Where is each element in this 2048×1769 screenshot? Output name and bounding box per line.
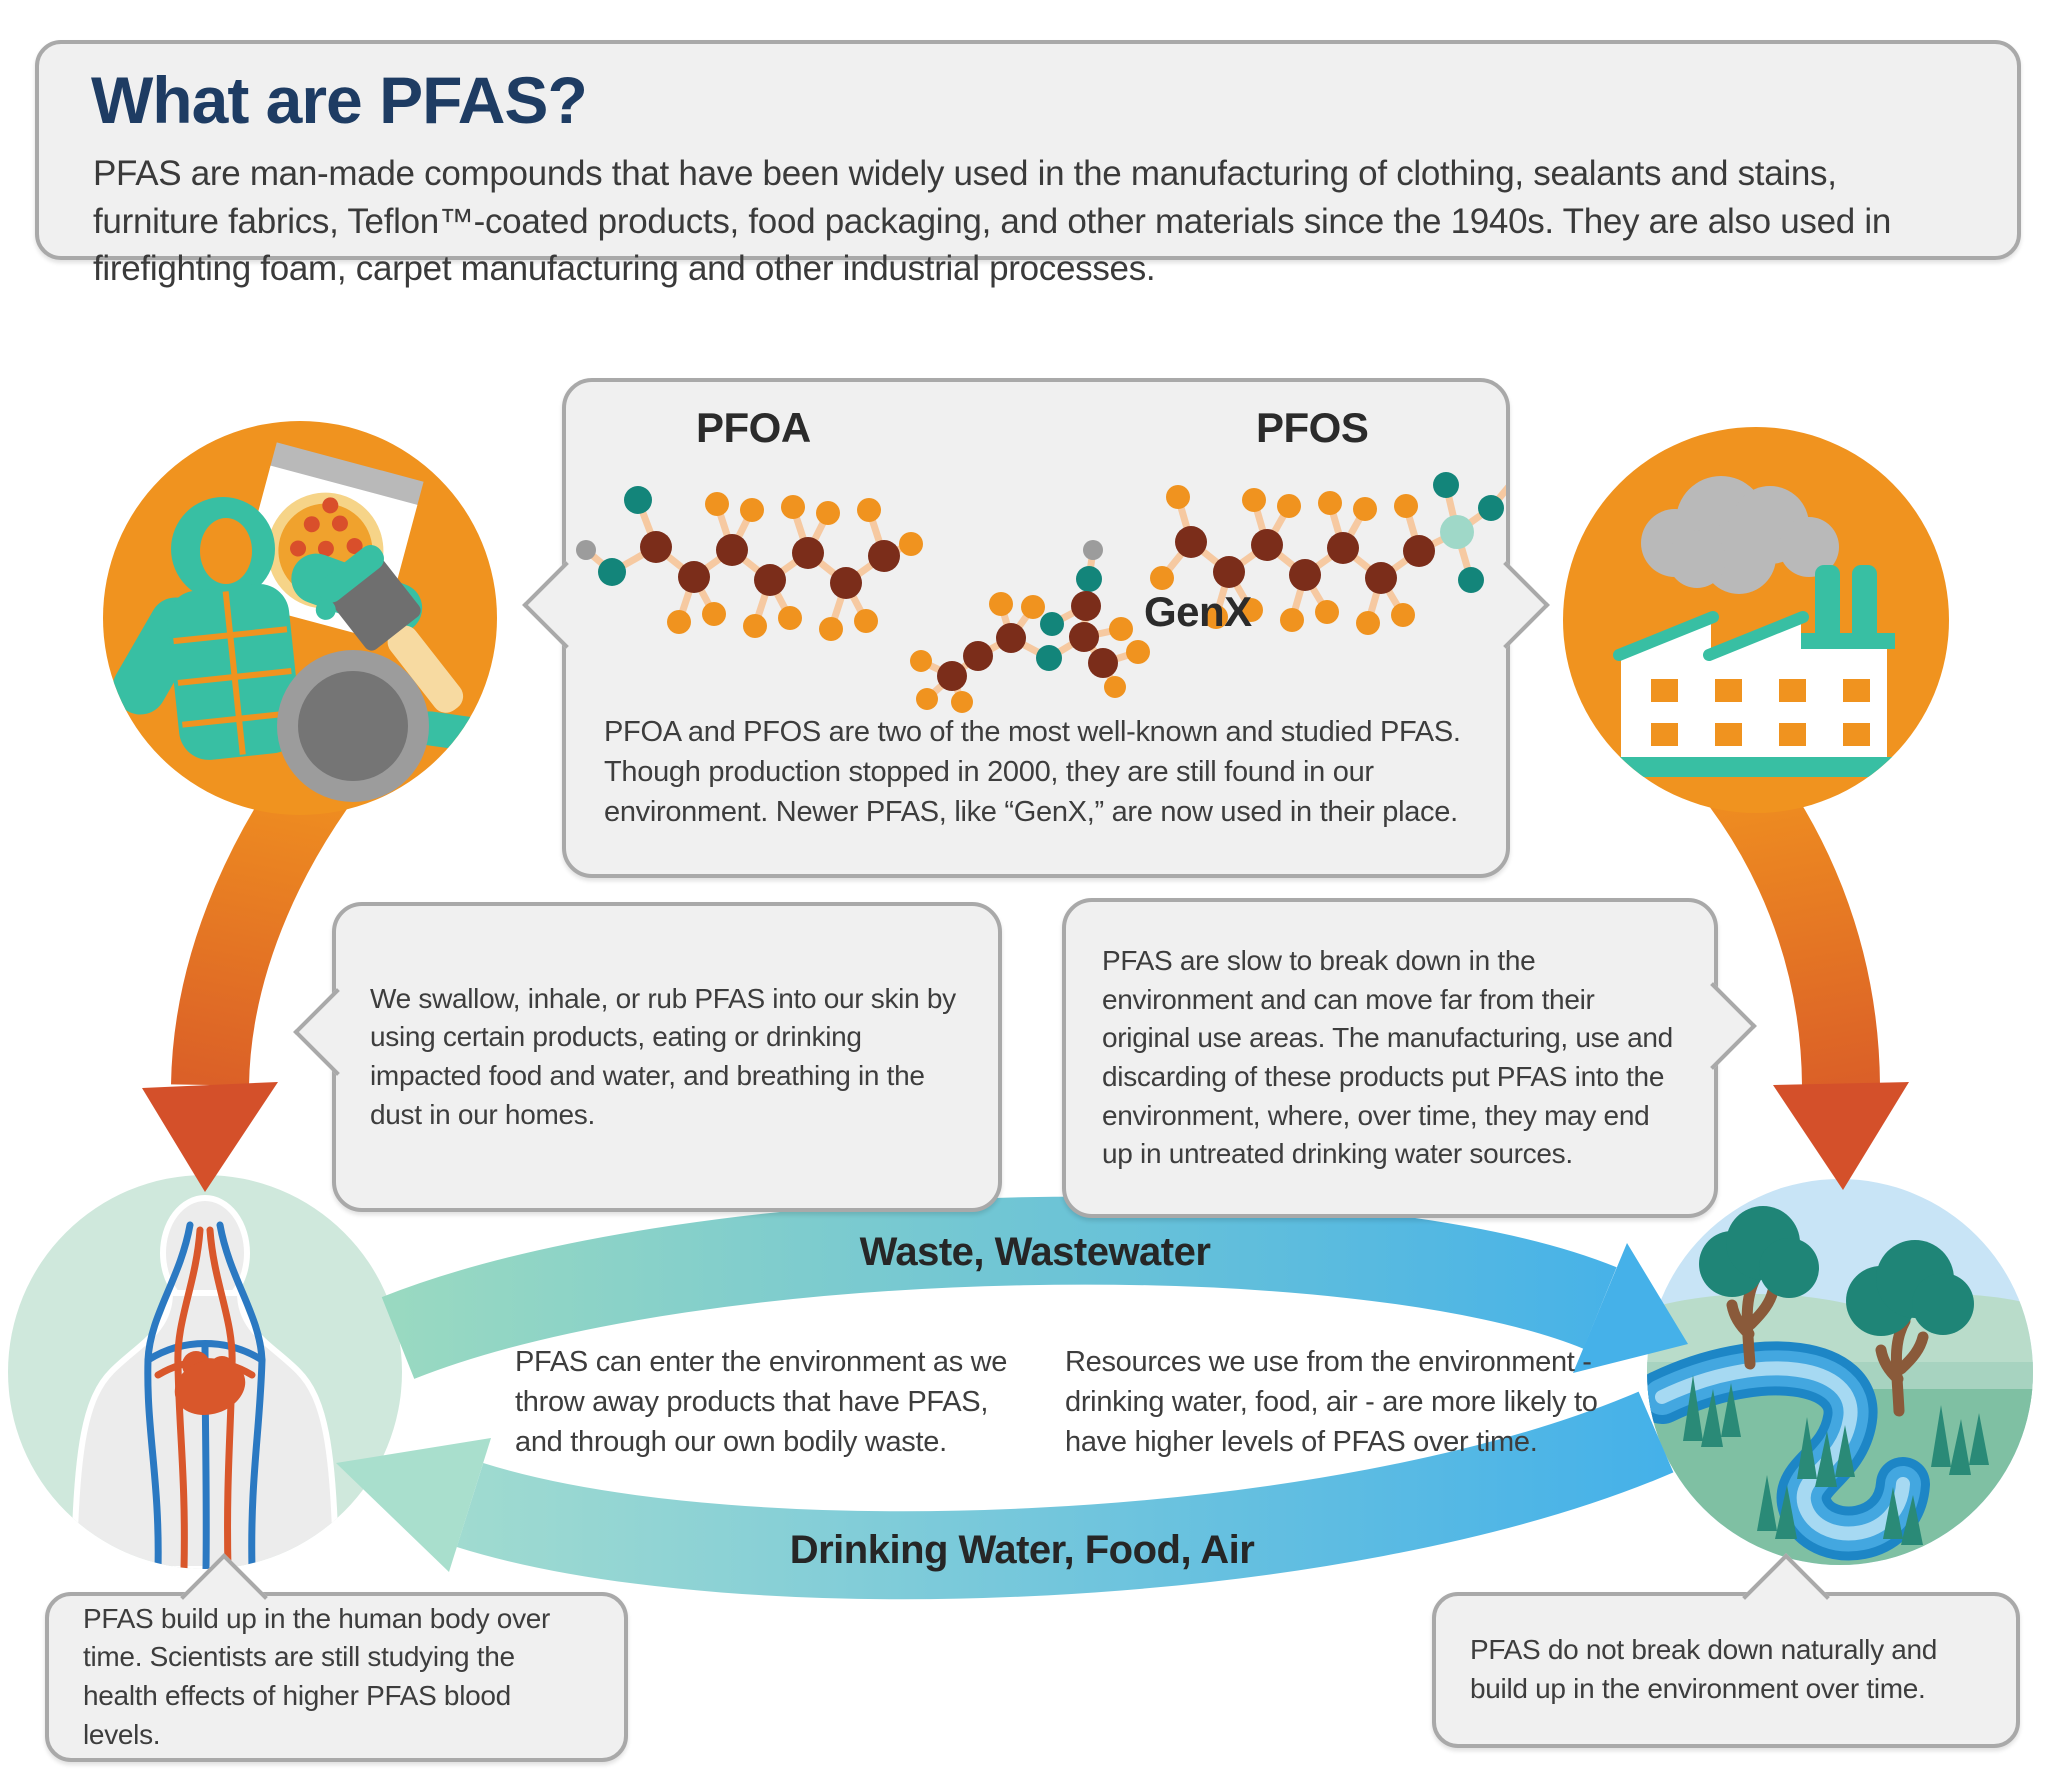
drinking-water-label: Drinking Water, Food, Air [789,1528,1255,1572]
tree-icon [1699,1206,1819,1370]
heart-icon [174,1351,246,1415]
molecule-callout: PFOA PFOS GenX PFOA and PFOS are two of … [522,378,1550,878]
waste-wastewater-arrow [381,1196,1688,1379]
environment-buildup-text: PFAS do not break down naturally and bui… [1470,1634,1938,1704]
genx-label: GenX [1144,588,1252,635]
chimneys [1815,565,1877,645]
pfos-label: PFOS [1256,404,1369,451]
environment-circle [1647,1179,2033,1565]
waste-caption: PFAS can enter the environment as we thr… [515,1346,1008,1459]
resources-caption: Resources we use from the environment - … [1065,1346,1598,1459]
factory-icon [1563,427,1949,813]
drinking-water-arrow [336,1391,1674,1600]
body-buildup-text: PFAS build up in the human body over tim… [83,1602,551,1750]
grass [1683,1375,1989,1545]
river-landscape-icon [1647,1179,2033,1565]
spread-bubble: PFAS are slow to break down in the envir… [1062,898,1757,1218]
header-box: What are PFAS? PFAS are man-made compoun… [35,40,2021,288]
paintbrush-icon [315,545,464,713]
molecule-caption: PFOA and PFOS are two of the most well-k… [604,716,1461,829]
tree-icon [1846,1240,1974,1417]
body-buildup-box: PFAS build up in the human body over tim… [45,1553,628,1762]
molecule-genx [910,540,1150,713]
pfoa-label: PFOA [696,404,811,451]
molecule-pfos [1150,472,1506,635]
waste-wastewater-label: Waste, Wastewater [859,1230,1211,1274]
household-products-icon [103,421,497,815]
exposure-bubble: We swallow, inhale, or rub PFAS into our… [293,902,1002,1212]
windows [1651,679,1870,746]
products-circle [103,421,497,815]
header-paragraph: PFAS are man-made compounds that have be… [93,154,1891,289]
human-body-circle [8,1175,402,1569]
factory-circle [1563,427,1949,813]
human-circulatory-icon [8,1175,402,1569]
spread-text: PFAS are slow to break down in the envir… [1102,945,1673,1170]
exposure-text: We swallow, inhale, or rub PFAS into our… [370,982,956,1130]
environment-buildup-box: PFAS do not break down naturally and bui… [1432,1553,2020,1748]
molecule-pfoa [576,486,923,641]
page-title: What are PFAS? [91,63,588,137]
smoke-cloud-icon [1641,476,1839,594]
